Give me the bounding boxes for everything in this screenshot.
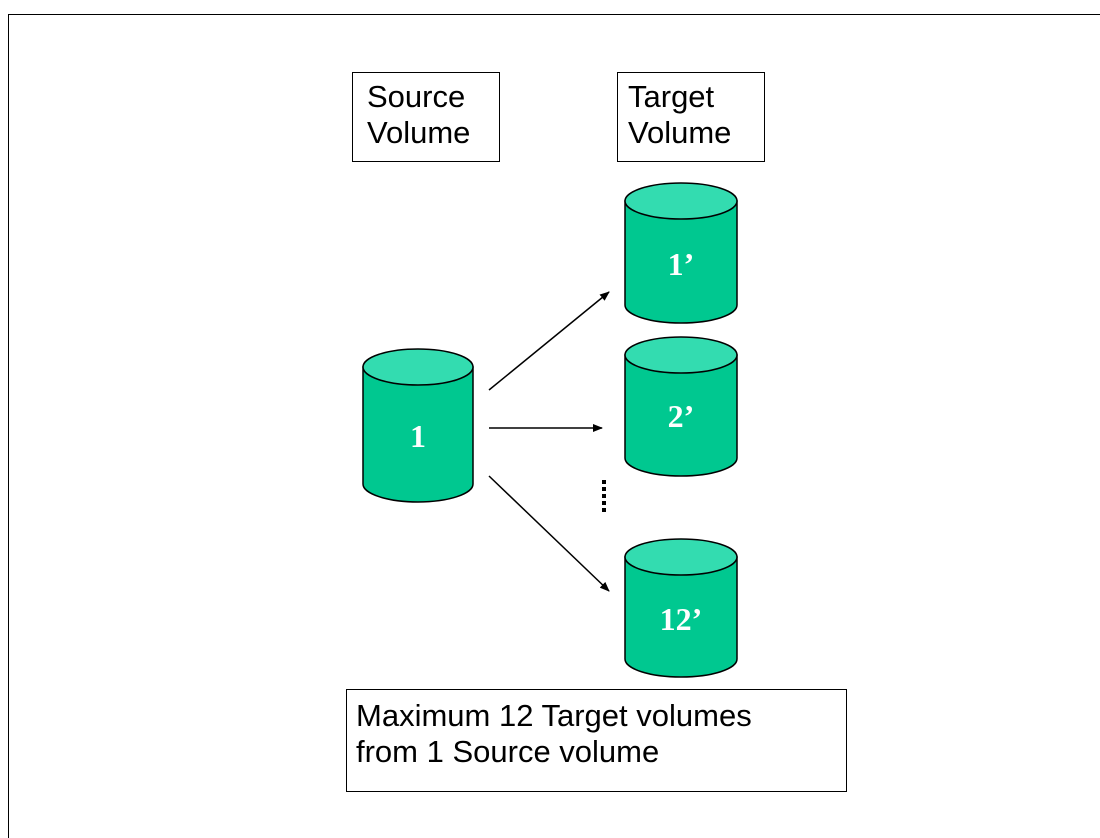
source-volume-cylinder: 1	[362, 348, 474, 503]
note-line1: Maximum 12 Target volumes	[356, 698, 752, 733]
target-header-line2: Volume	[628, 114, 732, 150]
target-volume-label-1: 1’	[668, 246, 695, 282]
arrow-to-target-1	[488, 291, 610, 391]
target-volume-cylinder-12: 12’	[624, 538, 738, 678]
source-volume-header: Source Volume	[352, 72, 500, 162]
source-volume-label: 1	[410, 418, 426, 454]
target-volume-header: Target Volume	[617, 72, 765, 162]
source-header-line2: Volume	[367, 114, 471, 150]
target-header-line1: Target	[628, 79, 715, 114]
source-header-line1: Source	[367, 79, 466, 114]
target-volume-cylinder-1: 1’	[624, 182, 738, 324]
arrow-to-target-12	[488, 475, 610, 592]
maximum-targets-note: Maximum 12 Target volumes from 1 Source …	[346, 689, 847, 792]
target-volume-label-2: 2’	[668, 398, 695, 434]
note-line2: from 1 Source volume	[356, 733, 660, 769]
target-volume-cylinder-2: 2’	[624, 336, 738, 477]
target-volume-label-12: 12’	[660, 601, 703, 637]
diagram-frame	[8, 14, 1100, 838]
